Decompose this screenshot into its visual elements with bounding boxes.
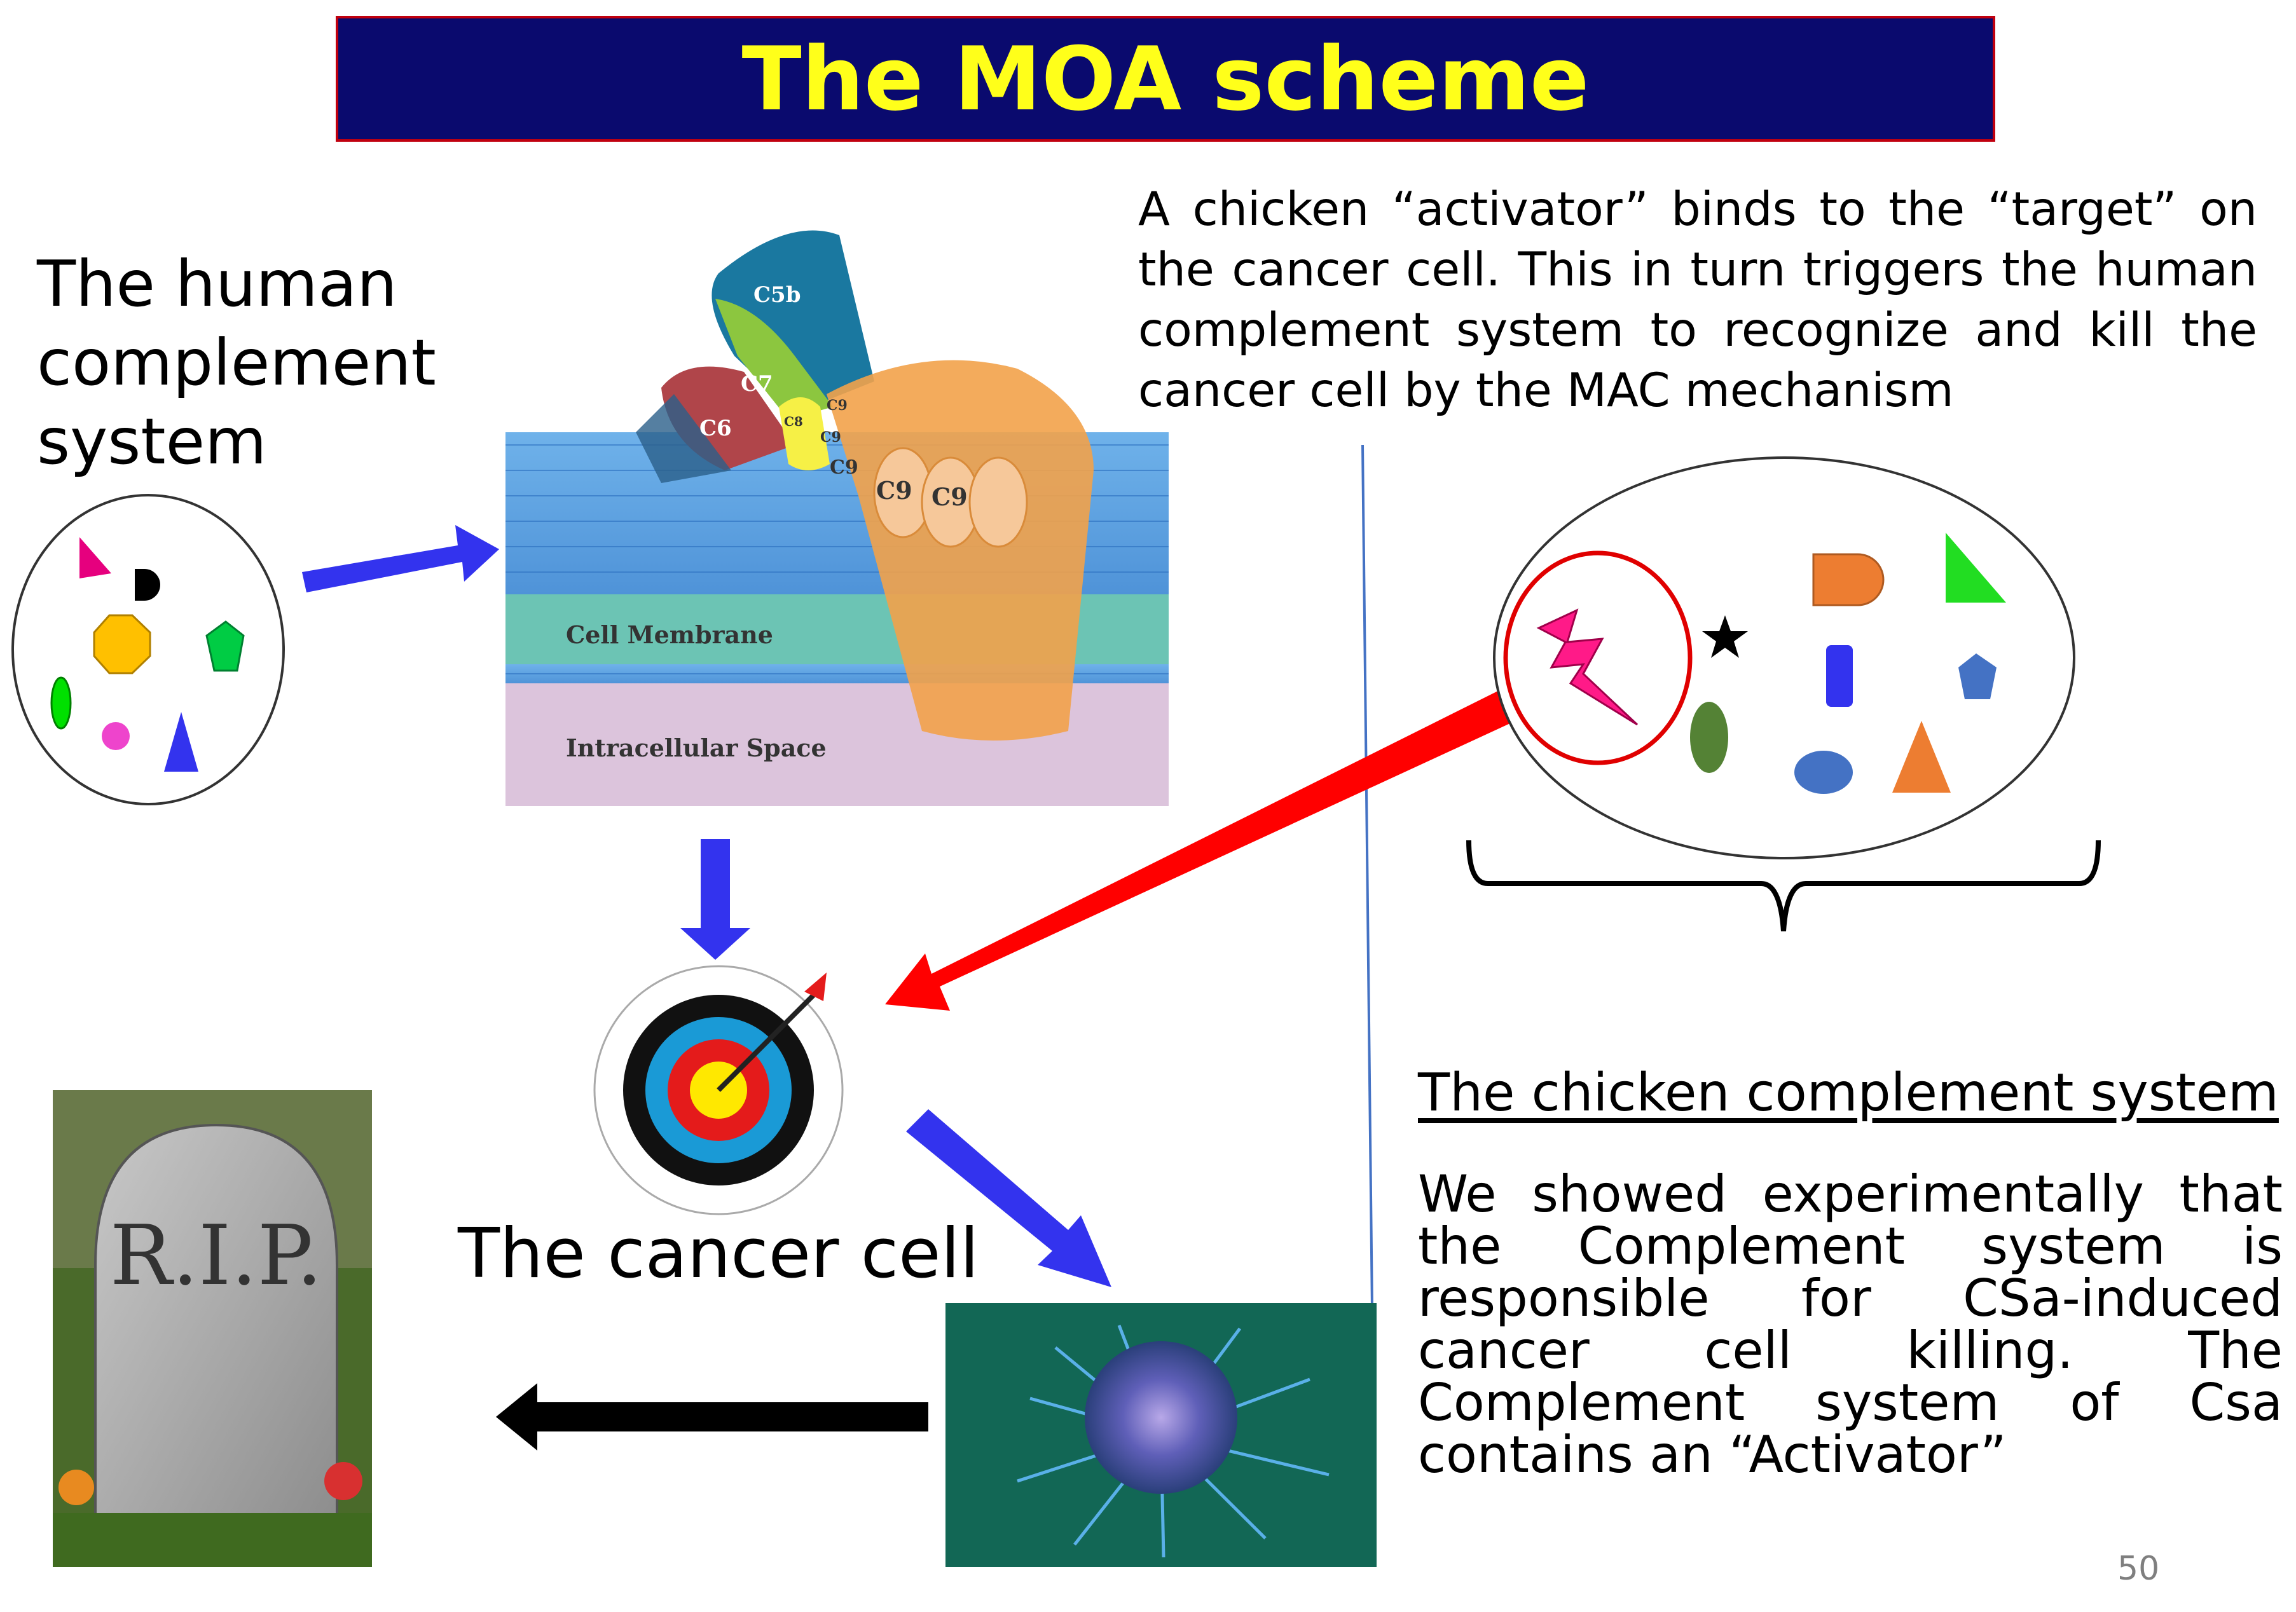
green-pentagon-shape: [205, 620, 245, 672]
green-ellipse-shape: [50, 676, 72, 730]
red-arrow: [885, 674, 1551, 1011]
chicken-complement-title: The chicken complement system: [1418, 1063, 2279, 1123]
orange-octagon-shape: [93, 614, 151, 674]
title-banner: The MOA scheme: [336, 16, 1995, 142]
curly-brace: [1466, 840, 2101, 932]
blue-ellipse-shape: [1794, 751, 1853, 794]
protein-c7: [715, 299, 833, 420]
blue-arrow-right: [302, 525, 499, 592]
green-oval-shape: [1690, 702, 1728, 773]
black-arrow-left: [496, 1383, 928, 1451]
orange-d-shape: [1812, 553, 1885, 606]
label-c6: C6: [699, 416, 732, 441]
c9-subunit: [968, 456, 1028, 548]
label-c5b: C5b: [753, 282, 801, 308]
human-complement-label: The human complement system: [37, 247, 436, 479]
chicken-complement-circle: [1493, 456, 2075, 859]
blue-triangle-shape: [164, 712, 198, 772]
divider-line: [1361, 444, 1373, 1310]
magenta-circle-shape: [102, 722, 130, 750]
label-c9: C9: [820, 429, 841, 446]
blue-pentagon-shape: [1958, 653, 1997, 699]
target-icon: [593, 965, 844, 1215]
green-triangle-shape: [1946, 533, 2006, 603]
orange-triangle-shape: [1892, 721, 1951, 793]
intracellular-label: Intracellular Space: [566, 734, 827, 762]
label-c8: C8: [784, 414, 803, 429]
rip-text: R.I.P.: [110, 1207, 322, 1304]
protein-c8: [779, 397, 830, 470]
label-c9: C9: [830, 456, 858, 479]
label-c9: C9: [876, 476, 912, 505]
activator-lightning-icon: [1536, 608, 1639, 726]
label-c7: C7: [741, 371, 773, 397]
black-d-shape: [135, 569, 160, 601]
activator-highlight: [1503, 550, 1693, 765]
black-star-shape: [1702, 615, 1748, 658]
page-number: 50: [2117, 1550, 2160, 1588]
pink-triangle-shape: [79, 537, 111, 578]
blue-arrow-down: [680, 839, 750, 960]
cancer-cell-label: The cancer cell: [458, 1214, 979, 1294]
blue-arrow-diagonal: [906, 1109, 1111, 1287]
label-c9: C9: [931, 482, 968, 511]
membrane-diagram: C5b C7 C6 C8 C9 C9 C9 C9 C9 Cell Membran…: [505, 230, 1169, 806]
cell-membrane-label: Cell Membrane: [566, 620, 773, 649]
cancer-cell-image: [945, 1303, 1377, 1567]
page-title: The MOA scheme: [741, 27, 1590, 130]
tombstone-image: R.I.P.: [53, 1090, 404, 1567]
blue-rectangle-shape: [1826, 645, 1853, 707]
label-c9: C9: [827, 397, 848, 414]
human-complement-circle: [11, 494, 285, 805]
moa-description: A chicken “activator” binds to the “targ…: [1138, 182, 2257, 418]
chicken-complement-body: We showed experimentally that the Comple…: [1418, 1165, 2283, 1484]
